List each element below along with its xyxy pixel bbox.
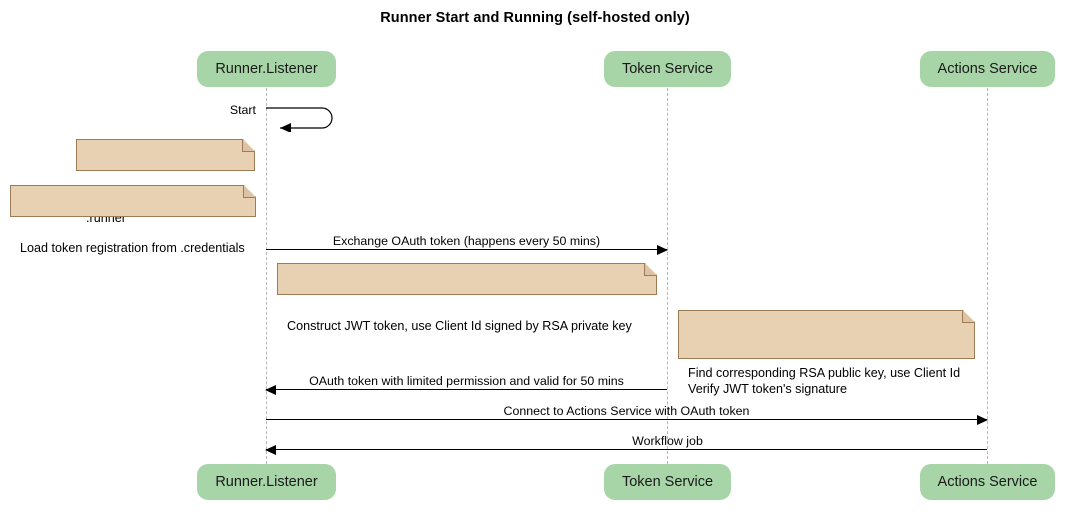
arrowhead-left-icon: [265, 384, 276, 395]
message-connect-actions-service[interactable]: [266, 414, 988, 425]
self-message-start[interactable]: [266, 104, 342, 132]
lifeline-runner-listener: [266, 88, 267, 464]
arrowhead-right-icon: [657, 244, 668, 255]
self-message-start-label: Start: [229, 103, 256, 117]
message-exchange-oauth-token[interactable]: [266, 244, 668, 255]
message-workflow-job[interactable]: [265, 444, 987, 455]
diagram-title: Runner Start and Running (self-hosted on…: [380, 10, 690, 26]
note-verify-jwt: Find corresponding RSA public key, use C…: [678, 310, 975, 396]
note-load-config: Load config info from .runner: [76, 139, 255, 225]
message-workflow-job-label: Workflow job: [632, 434, 703, 448]
message-oauth-token-return-label: OAuth token with limited permission and …: [309, 374, 624, 388]
lifeline-token-service: [667, 88, 668, 464]
participant-token-service-bottom[interactable]: Token Service: [604, 464, 731, 500]
message-connect-actions-service-label: Connect to Actions Service with OAuth to…: [503, 404, 750, 418]
message-oauth-token-return[interactable]: [265, 384, 667, 395]
note-load-token-registration-text: Load token registration from .credential…: [20, 241, 245, 255]
participant-actions-service-bottom[interactable]: Actions Service: [920, 464, 1055, 500]
note-construct-jwt: Construct JWT token, use Client Id signe…: [277, 263, 657, 333]
message-exchange-oauth-token-label: Exchange OAuth token (happens every 50 m…: [332, 234, 601, 248]
arrowhead-right-icon: [977, 414, 988, 425]
participant-token-service-top[interactable]: Token Service: [604, 51, 731, 87]
lifeline-actions-service: [987, 88, 988, 464]
participant-actions-service-top[interactable]: Actions Service: [920, 51, 1055, 87]
participant-runner-listener-top[interactable]: Runner.Listener: [197, 51, 336, 87]
note-verify-jwt-text: Find corresponding RSA public key, use C…: [688, 366, 961, 396]
note-load-token-registration: Load token registration from .credential…: [10, 185, 256, 255]
arrowhead-left-icon: [265, 444, 276, 455]
note-construct-jwt-text: Construct JWT token, use Client Id signe…: [287, 319, 632, 333]
participant-runner-listener-bottom[interactable]: Runner.Listener: [197, 464, 336, 500]
